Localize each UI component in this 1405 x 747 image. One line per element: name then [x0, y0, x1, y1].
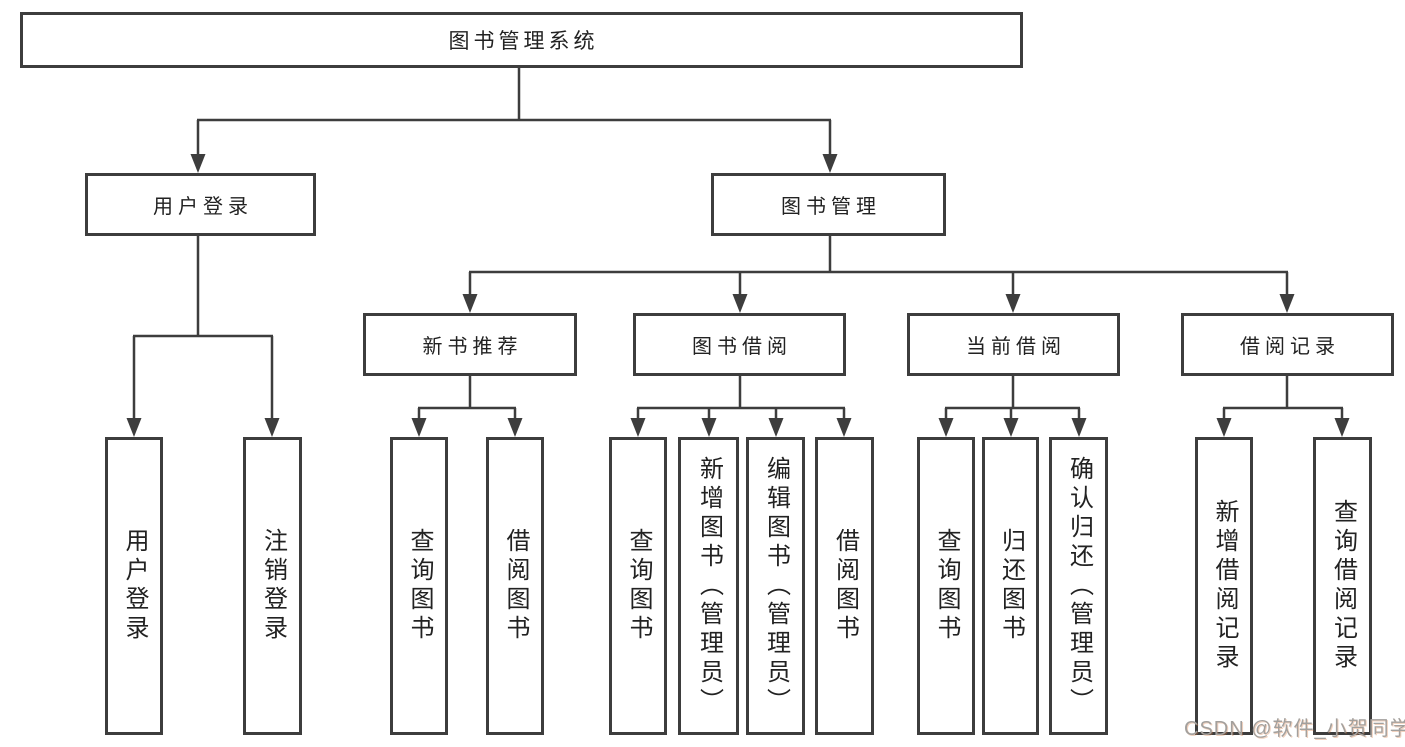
leaf-bb-edit-book-label: 编辑图书（管理员）: [762, 455, 790, 717]
node-user-login: 用户登录: [85, 173, 316, 236]
leaf-cb-query-book-label: 查询图书: [933, 528, 960, 644]
edge-book-borrow-children: [630, 376, 852, 437]
edge-root-to-level2: [190, 67, 838, 173]
leaf-bb-add-book: 新增图书（管理员）: [678, 437, 739, 735]
node-current-borrow-label: 当前借阅: [966, 336, 1066, 358]
leaf-bb-query-book: 查询图书: [609, 437, 667, 735]
node-book-mgmt: 图书管理: [711, 173, 946, 236]
leaf-bb-add-book-label: 新增图书（管理员）: [695, 455, 723, 717]
leaf-cb-return-book-label: 归还图书: [997, 528, 1025, 644]
leaf-rec-borrow-book-label: 借阅图书: [502, 528, 529, 644]
leaf-logout: 注销登录: [243, 437, 302, 735]
leaf-bb-edit-book: 编辑图书（管理员）: [746, 437, 805, 735]
leaf-logout-label: 注销登录: [259, 528, 287, 644]
edge-borrow-record-children: [1216, 376, 1350, 437]
leaf-user-login-label: 用户登录: [121, 528, 148, 644]
leaf-user-login: 用户登录: [105, 437, 163, 735]
edge-user-login-children: [126, 236, 280, 437]
leaf-bb-borrow-book-label: 借阅图书: [831, 528, 859, 644]
leaf-bb-query-book-label: 查询图书: [625, 528, 652, 644]
node-book-mgmt-label: 图书管理: [781, 196, 881, 218]
node-borrow-record-label: 借阅记录: [1240, 336, 1340, 358]
node-user-login-label: 用户登录: [153, 196, 253, 218]
edge-current-borrow-children: [938, 376, 1087, 437]
leaf-rec-query-book: 查询图书: [390, 437, 448, 735]
node-current-borrow: 当前借阅: [907, 313, 1120, 376]
leaf-rec-borrow-book: 借阅图书: [486, 437, 544, 735]
leaf-cb-query-book: 查询图书: [917, 437, 975, 735]
node-new-book-rec: 新书推荐: [363, 313, 577, 376]
edge-book-mgmt-to-level3: [462, 236, 1295, 313]
leaf-rec-query-book-label: 查询图书: [406, 528, 433, 644]
csdn-watermark: CSDN @软件_小贺同学: [1184, 718, 1405, 740]
leaf-cb-confirm-return: 确认归还（管理员）: [1049, 437, 1108, 735]
edge-new-book-rec-children: [411, 376, 523, 437]
node-book-borrow: 图书借阅: [633, 313, 846, 376]
node-borrow-record: 借阅记录: [1181, 313, 1394, 376]
leaf-cb-confirm-return-label: 确认归还（管理员）: [1065, 455, 1093, 717]
node-root-label: 图书管理系统: [448, 30, 599, 53]
leaf-br-query-record-label: 查询借阅记录: [1329, 499, 1357, 673]
node-root: 图书管理系统: [20, 12, 1023, 68]
node-new-book-rec-label: 新书推荐: [422, 336, 523, 358]
leaf-br-add-record-label: 新增借阅记录: [1211, 499, 1238, 673]
leaf-br-query-record: 查询借阅记录: [1313, 437, 1372, 735]
leaf-cb-return-book: 归还图书: [982, 437, 1039, 735]
leaf-br-add-record: 新增借阅记录: [1195, 437, 1253, 735]
node-book-borrow-label: 图书借阅: [692, 336, 792, 358]
leaf-bb-borrow-book: 借阅图书: [815, 437, 874, 735]
